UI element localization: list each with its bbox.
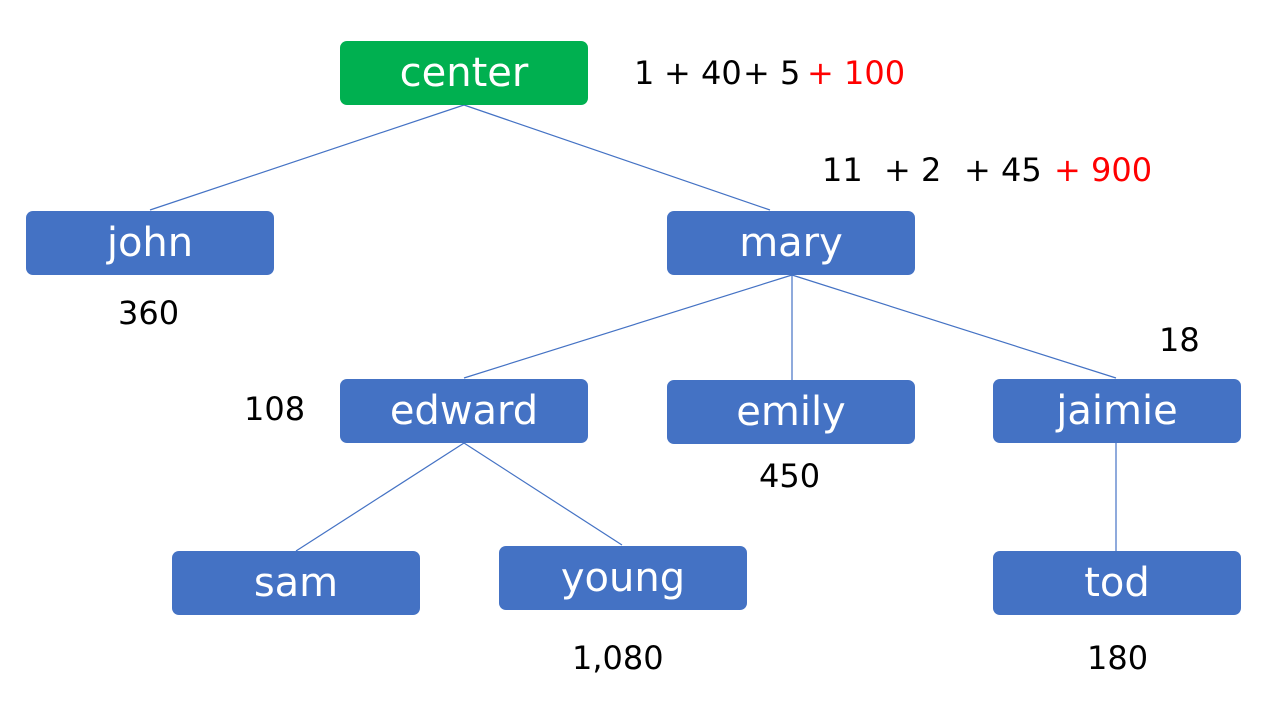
mary-sum-term-1: 11	[822, 151, 863, 189]
mary-sum-term-3: + 45	[964, 151, 1042, 189]
node-john: john	[26, 211, 274, 275]
center-sum-term-2: + 40	[664, 54, 742, 92]
edge-mary-edward	[463, 274, 793, 379]
node-emily: emily	[667, 380, 915, 444]
young-value: 1,080	[572, 639, 664, 677]
edge-edward-sam	[295, 442, 465, 552]
node-center: center	[340, 41, 588, 105]
jaimie-value: 18	[1159, 321, 1200, 359]
node-mary: mary	[667, 211, 915, 275]
emily-value: 450	[759, 457, 821, 495]
node-tod: tod	[993, 551, 1241, 615]
edge-mary-jaimie	[791, 274, 1117, 379]
edge-center-mary	[463, 104, 771, 211]
tod-value: 180	[1087, 639, 1149, 677]
center-sum-term-1: 1	[634, 54, 655, 92]
center-sum-term-4: + 100	[807, 54, 906, 92]
edward-value: 108	[244, 390, 306, 428]
node-edward: edward	[340, 379, 588, 443]
node-sam: sam	[172, 551, 420, 615]
edge-center-john	[149, 104, 465, 211]
mary-sum-term-2: + 2	[884, 151, 942, 189]
edge-edward-young	[463, 442, 623, 546]
mary-sum-term-4: + 900	[1054, 151, 1153, 189]
node-young: young	[499, 546, 747, 610]
node-jaimie: jaimie	[993, 379, 1241, 443]
john-value: 360	[118, 294, 180, 332]
center-sum-term-3: + 5	[743, 54, 801, 92]
